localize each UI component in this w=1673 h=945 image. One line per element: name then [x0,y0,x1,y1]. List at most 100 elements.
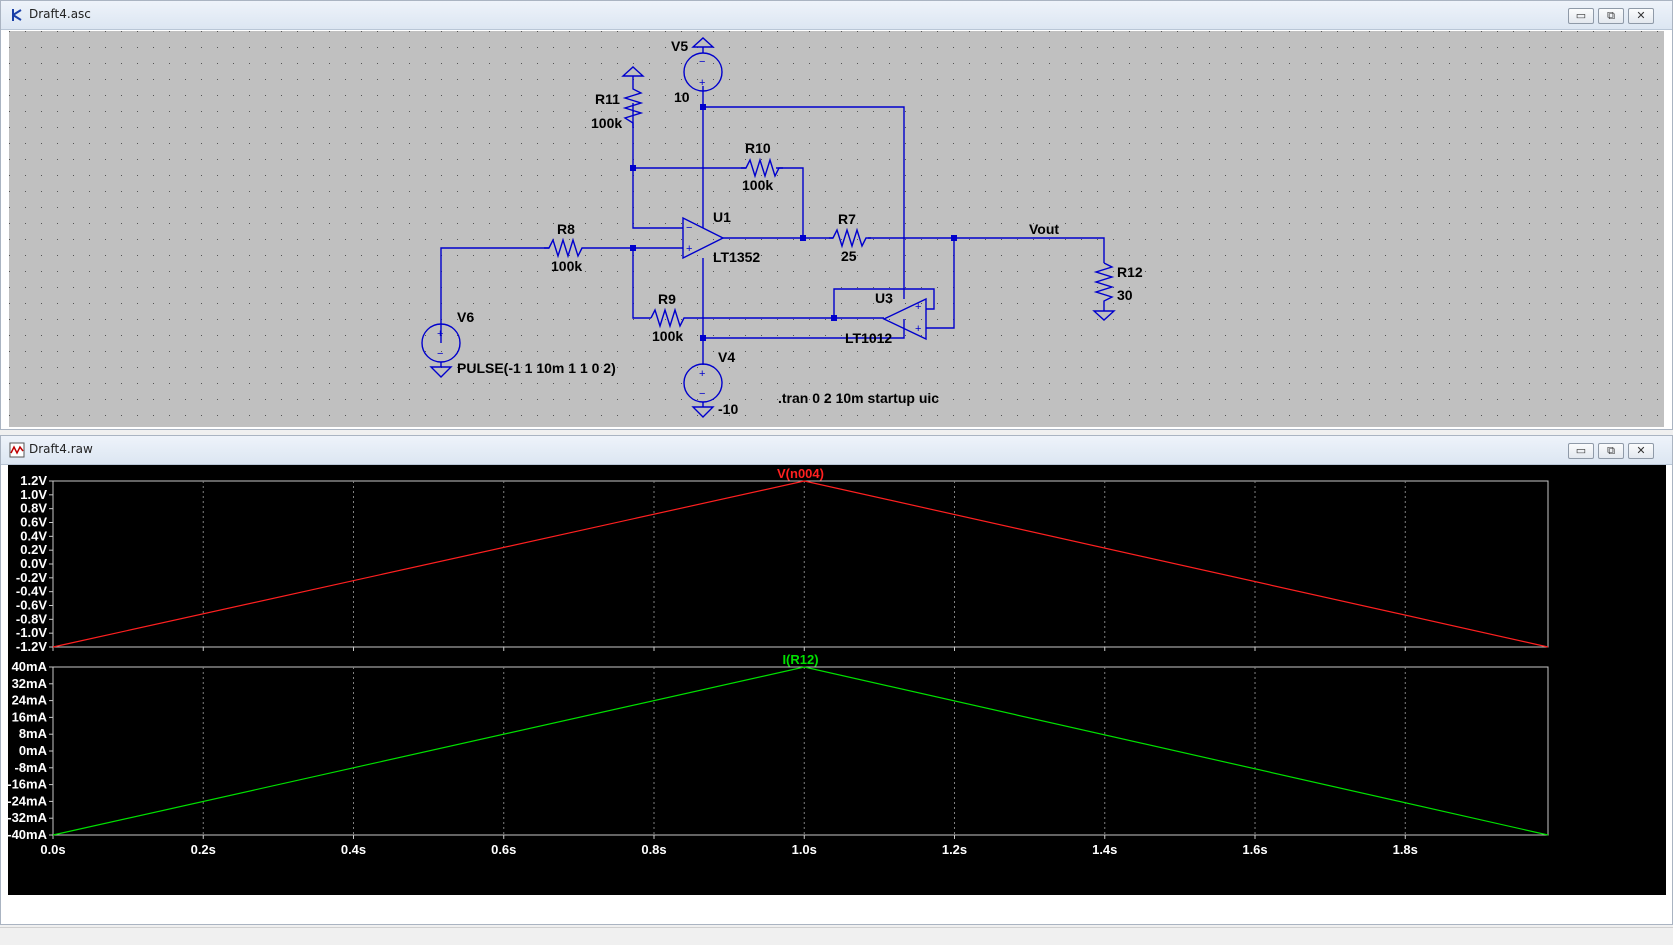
terminal-v5-top [691,37,715,53]
y-tick-label: 1.0V [20,487,47,502]
label-r7-value: 25 [841,248,857,264]
status-bar [0,927,1673,945]
resistor-r10 [741,157,783,179]
schematic-junctions [630,104,957,341]
svg-text:+: + [915,301,921,313]
label-u3-value: LT1012 [845,330,892,346]
svg-text:−: − [437,348,443,360]
waveform-titlebar[interactable]: Draft4.raw ▭ ⧉ ✕ [1,436,1672,465]
schematic-grid [9,31,1664,427]
y-tick-label: -40mA [8,827,48,842]
waveform-restore-button[interactable]: ⧉ [1598,443,1624,459]
label-r8-value: 100k [551,258,582,274]
x-tick-label: 0.0s [40,842,65,857]
waveform-window-title: Draft4.raw [29,442,93,456]
y-tick-label: -0.8V [16,611,47,626]
waveform-close-button[interactable]: ✕ [1628,443,1654,459]
y-tick-label: 0.6V [20,515,47,530]
y-tick-label: -0.6V [16,598,47,613]
label-r7: R7 [838,211,856,227]
svg-text:+: + [699,77,705,89]
x-tick-label: 0.8s [641,842,666,857]
y-tick-label: 40mA [12,659,48,674]
x-tick-label: 0.2s [191,842,216,857]
label-u1: U1 [713,209,731,225]
label-v5: V5 [671,38,688,54]
schematic-close-button[interactable]: ✕ [1628,8,1654,24]
resistor-r9 [650,307,689,329]
label-vout: Vout [1029,221,1059,237]
label-r11: R11 [595,91,620,107]
label-r9-value: 100k [652,328,683,344]
y-tick-label: 32mA [12,676,48,691]
svg-text:+: + [915,323,921,335]
y-tick-label: 24mA [12,693,48,708]
label-v5-value: 10 [674,89,690,105]
gnd-r11 [621,66,645,83]
y-tick-label: -24mA [8,793,48,808]
waveform-minimize-button[interactable]: ▭ [1568,443,1594,459]
schematic-restore-button[interactable]: ⧉ [1598,8,1624,24]
resistor-r7 [829,227,871,249]
schematic-minimize-button[interactable]: ▭ [1568,8,1594,24]
x-tick-label: 0.6s [491,842,516,857]
gnd-r12 [1092,310,1116,321]
schematic-window-title: Draft4.asc [29,7,91,21]
resistor-r8 [544,237,589,259]
label-r11-value: 100k [591,115,622,131]
y-tick-label: 8mA [19,726,48,741]
trace-legend-label[interactable]: V(n004) [777,466,824,481]
x-tick-label: 1.8s [1393,842,1418,857]
resistor-r11 [622,83,644,128]
y-tick-label: -16mA [8,777,48,792]
label-r10: R10 [745,140,771,156]
waveform-plot-area[interactable]: 1.2V1.0V0.8V0.6V0.4V0.2V0.0V-0.2V-0.4V-0… [8,465,1666,895]
trace-legend-label[interactable]: I(R12) [782,652,818,667]
gnd-v4 [691,402,715,418]
svg-text:+: + [686,243,692,255]
y-tick-label: 0.8V [20,501,47,516]
x-tick-label: 1.2s [942,842,967,857]
schematic-window[interactable]: Draft4.asc ▭ ⧉ ✕ [0,0,1673,430]
y-tick-label: -8mA [14,760,47,775]
y-tick-label: -32mA [8,810,48,825]
y-tick-label: 0.2V [20,542,47,557]
source-polarity-marks: −+ +− +− −+ ++ [437,56,921,400]
schematic-doc-icon [12,9,22,21]
label-r12: R12 [1117,264,1143,280]
y-tick-label: 0mA [19,743,48,758]
label-r12-value: 30 [1117,287,1133,303]
y-tick-label: -1.0V [16,625,47,640]
spice-directive[interactable]: .tran 0 2 10m startup uic [778,390,939,406]
x-tick-label: 0.4s [341,842,366,857]
trace-v-n004 [52,480,1549,648]
svg-text:+: + [699,368,705,380]
label-r8: R8 [557,221,575,237]
y-tick-label: -0.4V [16,584,47,599]
trace-i-r12 [52,666,1549,836]
label-v4-value: -10 [718,401,738,417]
svg-text:−: − [699,388,705,400]
schematic-titlebar[interactable]: Draft4.asc ▭ ⧉ ✕ [1,1,1672,30]
gnd-v6 [429,362,453,378]
y-tick-label: 16mA [12,709,48,724]
label-v6: V6 [457,309,474,325]
plot-background [8,465,1666,895]
x-tick-label: 1.6s [1242,842,1267,857]
schematic-canvas[interactable]: −+ +− +− −+ ++ V5 10 R11 100k R10 100k U… [9,31,1664,427]
svg-text:+: + [437,328,443,340]
opamp-u1 [682,216,725,260]
y-tick-label: 1.2V [20,473,47,488]
label-u1-value: LT1352 [713,249,760,265]
y-tick-label: 0.4V [20,528,47,543]
opamp-u3 [882,297,927,341]
y-tick-label: 0.0V [20,556,47,571]
label-r9: R9 [658,291,676,307]
y-tick-label: -1.2V [16,639,47,654]
x-tick-label: 1.0s [792,842,817,857]
label-u3: U3 [875,290,893,306]
y-tick-label: -0.2V [16,570,47,585]
x-tick-label: 1.4s [1092,842,1117,857]
resistor-r12 [1093,262,1115,306]
